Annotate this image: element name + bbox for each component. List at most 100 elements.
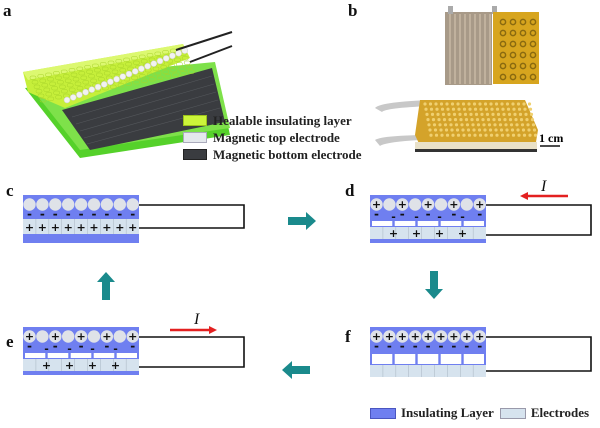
bump	[531, 123, 536, 127]
minus-charge: -	[104, 339, 109, 353]
pattern-dot	[519, 73, 527, 81]
pattern-dot	[509, 40, 517, 48]
pillar	[114, 353, 117, 358]
bump	[529, 112, 534, 116]
cell	[57, 80, 64, 85]
cell	[47, 77, 54, 82]
arrow-head	[209, 326, 217, 334]
bump	[467, 133, 472, 137]
arrow-shape	[282, 361, 310, 379]
legend-item: Magnetic bottom electrode	[183, 146, 361, 163]
bump	[513, 112, 517, 116]
diagram-e: +++++------+-+-+-+	[23, 327, 245, 375]
bump	[448, 118, 452, 122]
plus-charge: +	[51, 221, 60, 234]
bump	[429, 107, 434, 111]
pattern-dot	[509, 29, 517, 37]
bump	[521, 128, 526, 132]
pattern-dot	[499, 51, 507, 59]
bump	[467, 102, 471, 106]
arrow-head	[520, 192, 528, 200]
bump	[532, 128, 537, 132]
pattern-dot	[529, 29, 537, 37]
bump	[441, 112, 446, 116]
cell	[109, 84, 117, 89]
cell	[39, 98, 47, 103]
legend-label-insulating: Insulating Layer	[401, 405, 494, 420]
cell	[123, 57, 130, 62]
bump	[528, 133, 532, 137]
pillar	[415, 354, 418, 364]
bump	[459, 118, 463, 122]
plus-charge: +	[76, 221, 85, 234]
cell	[178, 66, 185, 71]
scale-bar-label: 1 cm	[539, 131, 564, 145]
plus-charge: +	[475, 198, 484, 211]
cell	[37, 93, 45, 98]
cell	[111, 69, 119, 74]
bump	[438, 123, 442, 127]
diagram-c: ---------+++++++++	[23, 195, 245, 243]
swatch-healable	[183, 115, 207, 126]
swatch-bottom-electrode	[183, 149, 207, 160]
bump	[481, 118, 485, 122]
bump	[510, 128, 515, 132]
cell	[119, 68, 127, 73]
bump	[487, 123, 492, 127]
bump	[450, 128, 454, 132]
minus-charge: -	[460, 211, 465, 224]
pattern-dot	[519, 40, 527, 48]
current-arrow-right	[170, 326, 217, 334]
cell	[160, 65, 168, 70]
plus-charge: +	[76, 330, 85, 343]
cell	[172, 72, 179, 77]
electrode-layer	[23, 219, 139, 234]
sphere	[144, 62, 151, 70]
bump	[476, 123, 481, 127]
sphere	[119, 73, 127, 80]
bump	[427, 123, 431, 127]
minus-charge: -	[437, 211, 442, 224]
bump	[460, 123, 464, 127]
bump	[456, 133, 461, 137]
legend-label: Magnetic bottom electrode	[213, 146, 362, 162]
bump	[447, 112, 451, 116]
bump	[492, 118, 496, 122]
top-electrode-sphere	[113, 198, 127, 211]
plus-charge: +	[398, 330, 407, 343]
cell	[86, 69, 93, 74]
bump	[446, 107, 450, 111]
bump	[526, 123, 530, 127]
cell	[146, 72, 154, 77]
cell	[88, 74, 95, 79]
current-label-d: I	[541, 178, 547, 195]
bump	[461, 128, 465, 132]
air-gap	[372, 354, 484, 364]
pattern-dot	[499, 18, 507, 26]
cell	[78, 71, 86, 76]
bump	[471, 123, 475, 127]
minus-charge: -	[53, 207, 58, 221]
plus-charge: +	[423, 198, 432, 211]
pillar	[461, 221, 464, 226]
cell	[74, 81, 82, 86]
cell	[62, 74, 70, 79]
minus-charge: -	[79, 339, 84, 353]
minus-charge: -	[374, 207, 379, 221]
cell	[168, 63, 175, 68]
minus-charge: -	[53, 339, 58, 353]
panel-label-d: d	[345, 181, 355, 200]
pattern-dot	[509, 18, 517, 26]
bump	[523, 107, 527, 111]
bump	[519, 118, 524, 122]
bump	[500, 102, 504, 106]
cell	[176, 62, 183, 67]
bump	[472, 128, 476, 132]
top-electrode-sphere	[23, 198, 36, 211]
cell	[76, 86, 84, 91]
cell	[76, 66, 84, 71]
top-electrode-sphere	[36, 330, 49, 343]
bump	[495, 107, 500, 111]
pattern-dot	[529, 40, 537, 48]
bump	[440, 107, 445, 111]
